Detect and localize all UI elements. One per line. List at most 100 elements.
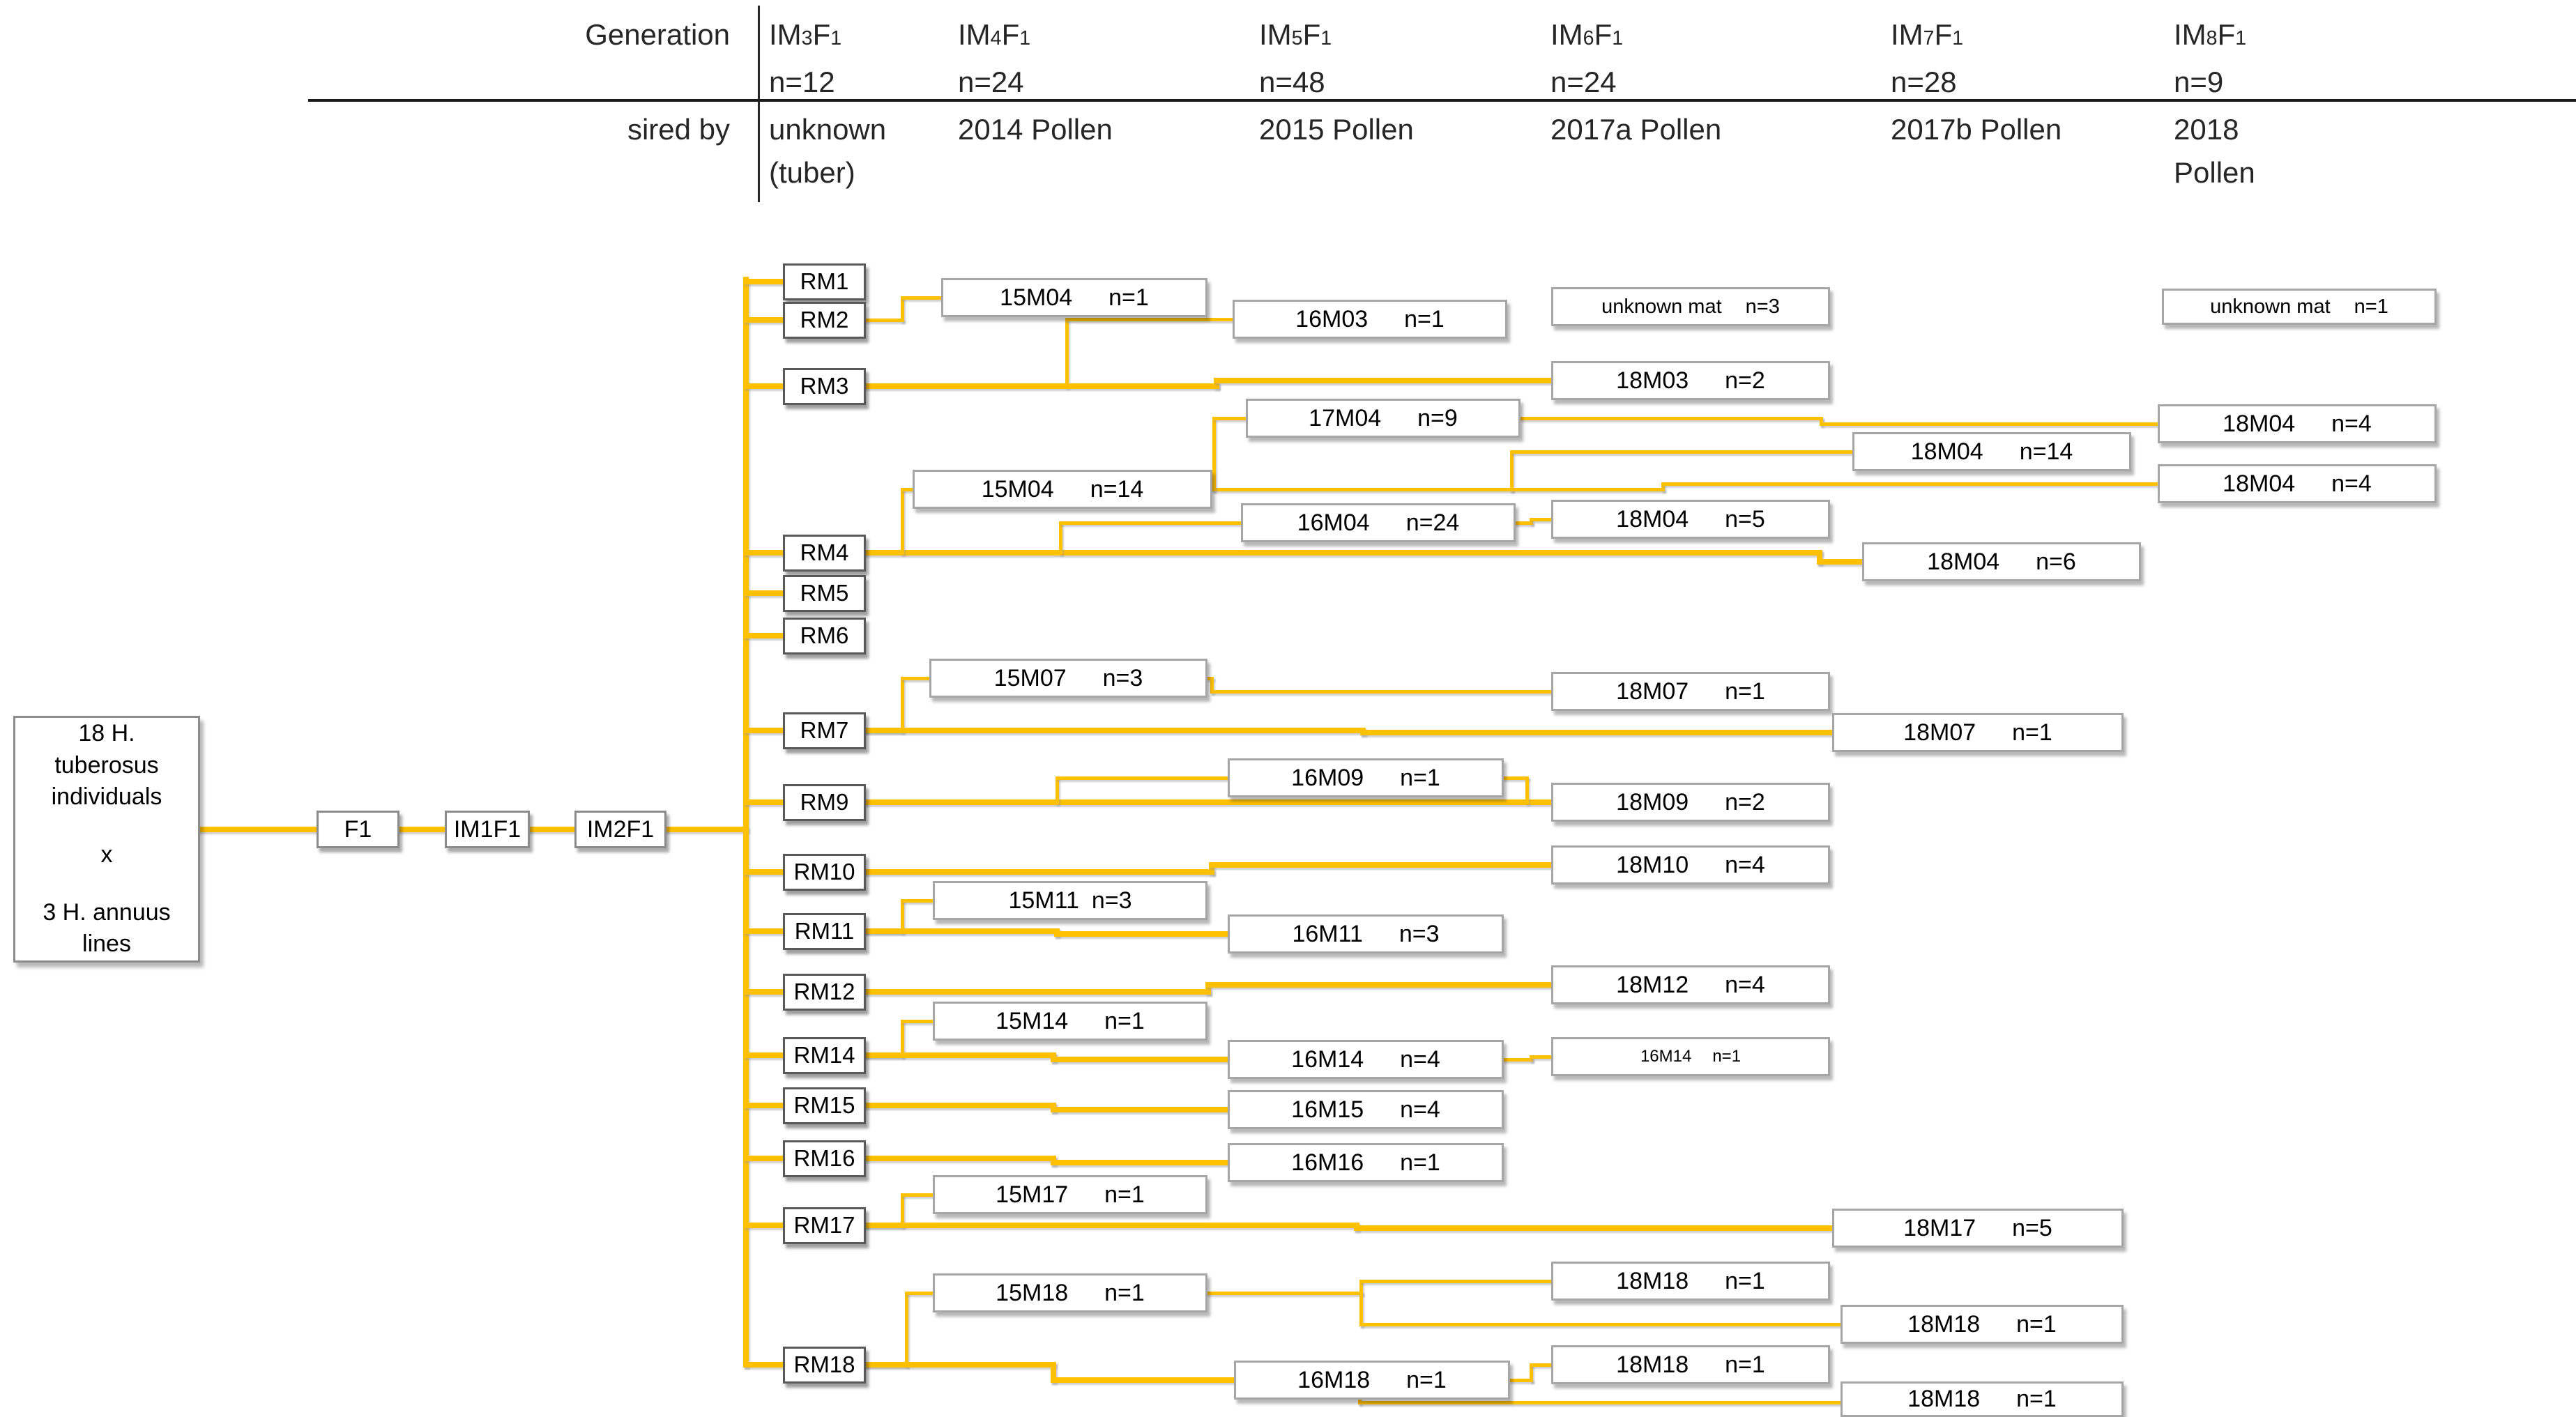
node-count: n=1 <box>1712 1047 1742 1066</box>
header-divider-line <box>758 6 760 202</box>
connector-line <box>1055 776 1059 804</box>
connector-line <box>900 296 943 300</box>
tree-node-RM11: RM11 <box>783 912 866 950</box>
node-code: unknown mat <box>2210 295 2331 318</box>
generation-count: n=48 <box>1259 66 1325 98</box>
node-code: 18M03 <box>1616 367 1689 394</box>
root-box-line: x <box>100 841 113 868</box>
node-count: n=1 <box>1400 1149 1440 1176</box>
tree-node-RM10: RM10 <box>783 853 866 891</box>
node-code: 18M04 <box>2223 410 2296 437</box>
sired-by-value: 2017a Pollen <box>1550 113 1722 146</box>
generation-column-label: IM5F1 <box>1259 18 1332 51</box>
tree-node-RM3: RM3 <box>783 367 866 405</box>
connector-line <box>863 1103 1056 1108</box>
generation-header-label: Generation <box>585 18 730 51</box>
connector-line <box>197 827 319 832</box>
node-code: 17M04 <box>1309 404 1382 431</box>
connector-line <box>863 869 1214 875</box>
root-box-line: individuals <box>51 783 162 811</box>
tree-node-RM4: RM4 <box>783 534 866 572</box>
node-code: 16M14 <box>1291 1045 1364 1073</box>
connector-line <box>743 590 786 596</box>
connector-line <box>1210 689 1553 694</box>
node-code: 18M04 <box>1616 505 1689 533</box>
connector-line <box>1514 521 1533 525</box>
connector-line <box>863 728 1366 733</box>
connector-line <box>743 277 749 1368</box>
sired-by-value: 2017b Pollen <box>1891 113 2062 146</box>
connector-line <box>1357 1400 1843 1404</box>
tree-node-16M03: 16M03 n=1 <box>1233 300 1507 339</box>
sired-by-value: Pollen <box>2174 156 2255 189</box>
node-code: 16M09 <box>1291 764 1364 791</box>
connector-line <box>743 728 786 733</box>
connector-line <box>1212 416 1248 420</box>
node-count: n=24 <box>1405 509 1460 536</box>
node-code: 16M11 <box>1292 920 1363 947</box>
node-count: n=1 <box>1404 305 1445 332</box>
node-count: n=4 <box>1400 1045 1440 1073</box>
connector-line <box>1359 1322 1843 1326</box>
tree-node-RM17: RM17 <box>783 1207 866 1244</box>
tree-node-RM16: RM16 <box>783 1140 866 1177</box>
tree-node-RM6: RM6 <box>783 617 866 654</box>
generation-column-label: IM8F1 <box>2174 18 2247 51</box>
node-count: n=1 <box>1104 1007 1145 1034</box>
sired-by-header-label: sired by <box>627 113 730 146</box>
connector-line <box>743 799 786 805</box>
connector-line <box>1529 517 1533 525</box>
connector-line <box>743 928 786 934</box>
connector-line <box>1525 776 1529 804</box>
node-code: 16M14 <box>1640 1047 1692 1066</box>
connector-line <box>863 1156 1056 1161</box>
node-count: n=3 <box>1102 664 1143 691</box>
connector-line <box>900 898 904 933</box>
node-code: 15M17 <box>996 1181 1069 1208</box>
node-code: 15M14 <box>996 1007 1069 1034</box>
header-rule-line <box>308 99 2576 102</box>
connector-line <box>1058 521 1062 555</box>
node-count: n=6 <box>2036 548 2076 575</box>
connector-line <box>863 1223 1359 1228</box>
sired-by-value: 2014 Pollen <box>958 113 1113 146</box>
node-count: n=14 <box>1090 475 1144 503</box>
root-box-line: lines <box>82 930 131 958</box>
generation-count: n=24 <box>1550 66 1617 98</box>
connector-line <box>863 799 1554 805</box>
connector-line <box>900 1019 935 1023</box>
node-count: n=14 <box>2019 438 2073 465</box>
node-count: n=3 <box>1745 295 1780 318</box>
connector-line <box>1214 378 1554 383</box>
tree-node-15M17: 15M17 n=1 <box>933 1175 1207 1214</box>
connector-line <box>743 1223 786 1228</box>
tree-node-RM1: RM1 <box>783 263 866 300</box>
node-count: n=1 <box>1725 1267 1765 1294</box>
connector-line <box>1051 1377 1237 1383</box>
node-code: 16M03 <box>1295 305 1369 332</box>
connector-line <box>743 1362 786 1368</box>
node-count: n=5 <box>2012 1214 2052 1241</box>
node-count: n=1 <box>1725 677 1765 705</box>
node-count: n=1 <box>1104 1181 1145 1208</box>
connector-line <box>863 383 1219 389</box>
connector-line <box>527 827 577 832</box>
node-code: 16M15 <box>1291 1096 1364 1123</box>
root-box-line: tuberosus <box>54 751 159 779</box>
connector-line <box>1529 517 1553 521</box>
connector-line <box>1054 931 1230 937</box>
